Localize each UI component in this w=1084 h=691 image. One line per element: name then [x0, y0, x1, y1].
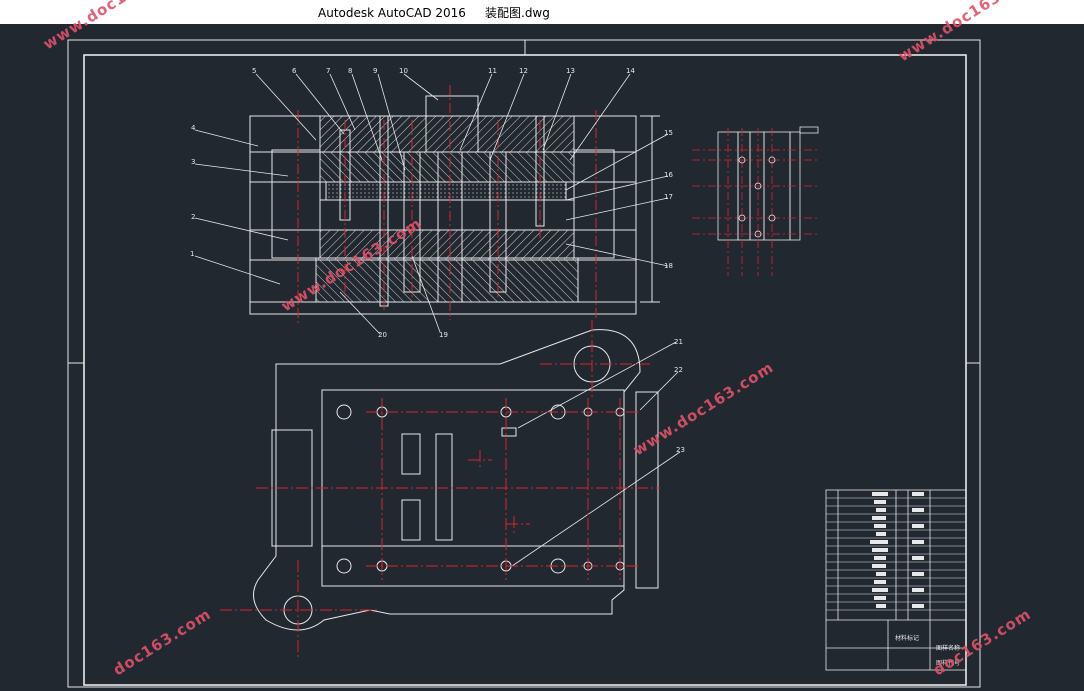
part-label: 2: [191, 213, 195, 221]
side-view-centerlines: [692, 128, 820, 276]
part-label: 3: [191, 158, 195, 166]
title-block-drawing-name-label: 图样名称: [936, 644, 960, 652]
part-label: 13: [566, 67, 575, 75]
center-marks: [68, 40, 980, 364]
part-label: 18: [664, 262, 673, 270]
side-view-holes: [738, 156, 776, 238]
title-bar: Autodesk AutoCAD 2016 装配图.dwg: [0, 0, 1084, 24]
section-centerlines: [297, 85, 597, 325]
title-block-drawing-code-label: 图样代号: [936, 659, 960, 667]
part-label: 22: [674, 366, 683, 374]
drawing-svg[interactable]: 4 3 2 1 5 6 7 8 9 10 11 12 13 14 15 16 1…: [0, 24, 1084, 691]
part-label: 6: [292, 67, 297, 75]
part-label: 4: [191, 124, 196, 132]
side-view: [717, 126, 819, 241]
plan-view: [253, 329, 659, 631]
title-block-rows: [826, 497, 966, 611]
title-block-material-label: 材料标记: [895, 634, 919, 642]
part-label: 19: [439, 331, 448, 339]
part-label: 17: [664, 193, 673, 201]
part-label: 14: [626, 67, 635, 75]
part-label: 5: [252, 67, 256, 75]
title-block-labels: 材料标记 图样名称 图样代号: [895, 634, 960, 667]
part-label: 1: [190, 250, 194, 258]
part-label: 16: [664, 171, 673, 179]
window-title: Autodesk AutoCAD 2016 装配图.dwg: [318, 6, 550, 20]
title-block: [825, 489, 967, 671]
title-block-fills: [870, 492, 924, 608]
part-label: 8: [348, 67, 352, 75]
part-number-labels: 4 3 2 1 5 6 7 8 9 10 11 12 13 14 15 16 1…: [190, 67, 685, 454]
part-label: 20: [378, 331, 387, 339]
part-label: 12: [519, 67, 528, 75]
part-label: 11: [488, 67, 497, 75]
plan-view-centerlines: [220, 320, 660, 660]
part-label: 10: [399, 67, 408, 75]
section-view: [249, 95, 660, 315]
part-label: 15: [664, 129, 673, 137]
part-label: 23: [676, 446, 685, 454]
leader-lines: [194, 73, 681, 567]
part-label: 21: [674, 338, 683, 346]
part-label: 9: [373, 67, 377, 75]
part-label: 7: [326, 67, 330, 75]
